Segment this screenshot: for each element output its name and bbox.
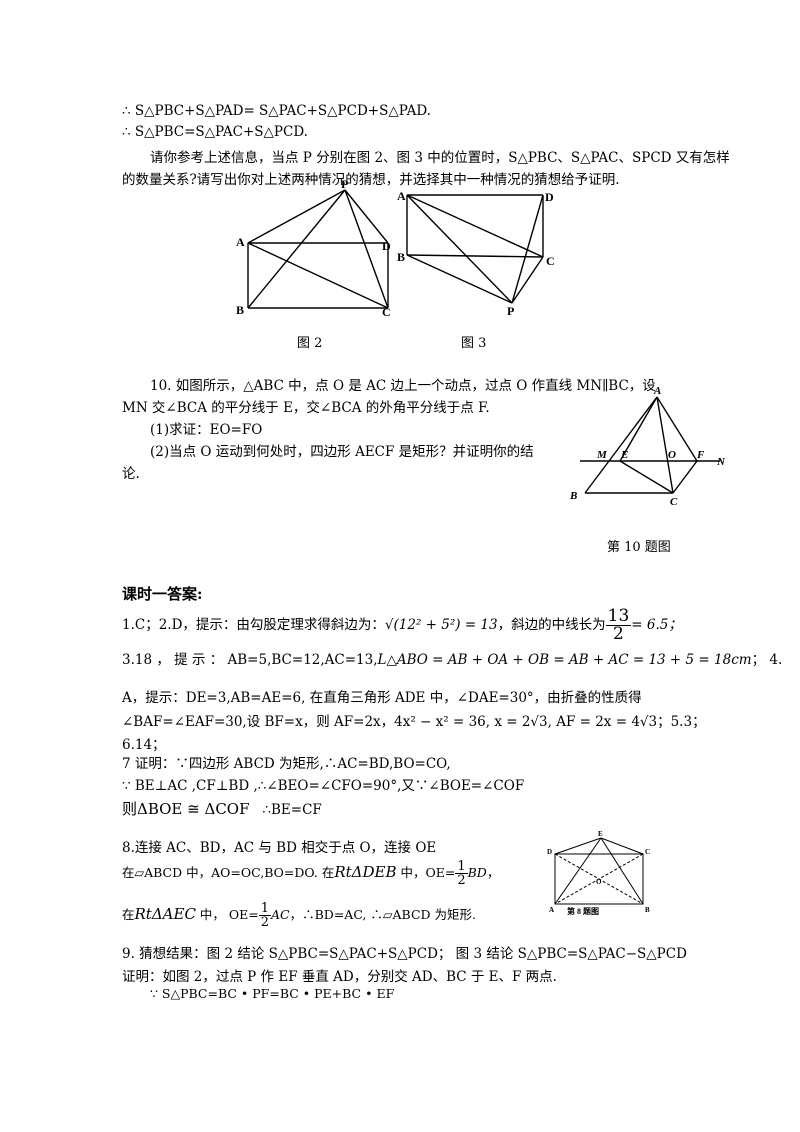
answer-1-2: 1.C；2.D，提示：由勾股定理求得斜边为：√(12² + 5²) = 13，斜…	[122, 608, 682, 643]
fig2-label-d: D	[382, 239, 391, 253]
fig3-label-d: D	[545, 190, 554, 204]
figure-2-diagram: P A D B C	[236, 177, 391, 319]
problem10-line-2: MN 交∠BCA 的平分线于 E，交∠BCA 的外角平分线于点 F.	[122, 400, 490, 416]
top-line-2: ∴ S△PBC=S△PAC+S△PCD.	[122, 124, 308, 140]
fig8-label-d: D	[547, 848, 552, 856]
problem10-line-5: 论.	[122, 466, 140, 482]
answers-heading: 课时一答案:	[122, 585, 203, 603]
answer-7-line-3: 则ΔBOE ≅ ΔCOF ∴BE=CF	[122, 798, 322, 819]
answer-1-end: = 6.5；	[631, 617, 682, 633]
answer-1-den: 2	[613, 624, 624, 644]
answer-4-line-1: A，提示：DE=3,AB=AE=6, 在直角三角形 ADE 中，∠DAE=30°…	[122, 690, 642, 706]
answer-7-line-2: ∵ BE⊥AC ,CF⊥BD ,∴∠BEO=∠CFO=90°,又∵∠BOE=∠C…	[122, 778, 525, 794]
fig8-label-b: B	[645, 906, 650, 914]
answer-3-end: ； 4.	[751, 652, 783, 668]
answer-1-num: 13	[605, 606, 632, 626]
answer-9-line-3: ∵ S△PBC=BC • PF=BC • PE+BC • EF	[150, 986, 395, 1001]
answer-3-text: 3.18 ， 提 示 ： AB=5,BC=12,AC=13,	[122, 652, 378, 668]
half-den: 2	[457, 873, 466, 888]
top-line-1: ∴ S△PBC+S△PAD= S△PAC+S△PCD+S△PAD.	[122, 103, 431, 119]
top-line-4: 的数量关系?请写出你对上述两种情况的猜想，并选择其中一种情况的猜想给予证明.	[122, 172, 620, 188]
half-num: 1	[455, 859, 468, 874]
answer-1-text: 1.C；2.D，提示：由勾股定理求得斜边为：	[122, 617, 385, 633]
answer-8-line-2e: ，	[486, 865, 500, 880]
answer-8-line-3a: 在	[122, 907, 135, 922]
fig10-label-c: C	[670, 496, 678, 508]
answer-8-bd: BD	[467, 865, 487, 880]
fig3-label-c: C	[546, 254, 555, 268]
fig8-caption: 第 8 题图	[567, 906, 599, 916]
answer-8-rt-deb: RtΔDEB	[334, 863, 397, 881]
answer-6: 6.14；	[122, 737, 166, 753]
fig10-label-a: A	[653, 385, 661, 397]
figure-3-caption: 图 3	[461, 336, 487, 351]
answer-8-line-2c: 中，OE=	[396, 865, 456, 880]
answer-3: 3.18 ， 提 示 ： AB=5,BC=12,AC=13,L△ABO = AB…	[122, 648, 782, 668]
fig8-label-a: A	[549, 906, 554, 914]
answer-9-line-1: 9. 猜想结果：图 2 结论 S△PBC=S△PAC+S△PCD； 图 3 结论…	[122, 946, 687, 962]
answer-8-ac: AC	[271, 907, 290, 922]
fig8-label-c-top: C	[645, 848, 650, 856]
answer-9-line-2: 证明：如图 2，过点 P 作 EF 垂直 AD，分别交 AD、BC 于 E、F …	[122, 969, 557, 985]
fig10-label-f: F	[696, 449, 705, 461]
problem10-line-3: (1)求证：EO=FO	[150, 422, 263, 438]
fig10-label-o: O	[668, 449, 676, 461]
answer-8-line-1: 8.连接 AC、BD，AC 与 BD 相交于点 O，连接 OE	[122, 840, 437, 856]
fig10-label-m: M	[596, 449, 608, 461]
answer-7-conclusion: ∴BE=CF	[262, 802, 322, 818]
half-num-2: 1	[258, 901, 272, 916]
fig8-label-e: E	[598, 830, 603, 838]
fig3-label-a: A	[397, 189, 406, 203]
figure-3-diagram: A D B C P	[397, 189, 555, 318]
answer-4-line-2: ∠BAF=∠EAF=30,设 BF=x，则 AF=2x，4x² − x² = 3…	[122, 714, 706, 730]
problem10-line-4: (2)当点 O 运动到何处时，四边形 AECF 是矩形？并证明你的结	[150, 444, 534, 460]
fig10-label-e: E	[620, 449, 628, 461]
answer-1-sqrt: √(12² + 5²) = 13	[384, 617, 498, 633]
fig2-label-b: B	[236, 303, 244, 317]
fig3-label-b: B	[397, 250, 405, 264]
figure-2-caption: 图 2	[297, 336, 323, 351]
answer-7-line-1: 7 证明：∵四边形 ABCD 为矩形,∴AC=BD,BO=CO,	[122, 756, 451, 772]
figure-10-caption: 第 10 题图	[607, 540, 671, 555]
answer-1-mid: ，斜边的中线长为	[497, 617, 606, 633]
figure-10-diagram: A M E O F N B C	[569, 385, 726, 508]
half-den-2: 2	[260, 915, 270, 930]
fig10-label-n: N	[716, 456, 726, 468]
answer-7-congruent: 则ΔBOE ≅ ΔCOF	[122, 800, 250, 818]
problem10-line-1: 10. 如图所示，△ABC 中，点 O 是 AC 边上一个动点，过点 O 作直线…	[150, 378, 656, 394]
fig2-label-c: C	[382, 305, 391, 319]
fig10-label-b: B	[569, 490, 577, 502]
fig3-label-p: P	[507, 304, 514, 318]
answer-8-line-2a: 在▱ABCD 中，AO=OC,BO=DO. 在	[122, 865, 335, 880]
figure-8-diagram: E D C O A B 第 8 题图	[547, 830, 650, 916]
answer-3-formula: L△ABO = AB + OA + OB = AB + AC = 13 + 5 …	[377, 652, 752, 668]
fig8-label-o: O	[596, 878, 602, 886]
answer-8-line-3e: ，∴BD=AC, ∴▱ABCD 为矩形.	[289, 907, 476, 922]
top-line-3: 请你参考上述信息，当点 P 分别在图 2、图 3 中的位置时，S△PBC、S△P…	[150, 150, 730, 166]
fig2-label-a: A	[236, 235, 245, 249]
fig2-label-p: P	[341, 177, 348, 191]
answer-8-rt-aec: RtΔAEC	[134, 905, 196, 923]
answer-8-line-3c: 中， OE=	[195, 907, 259, 922]
